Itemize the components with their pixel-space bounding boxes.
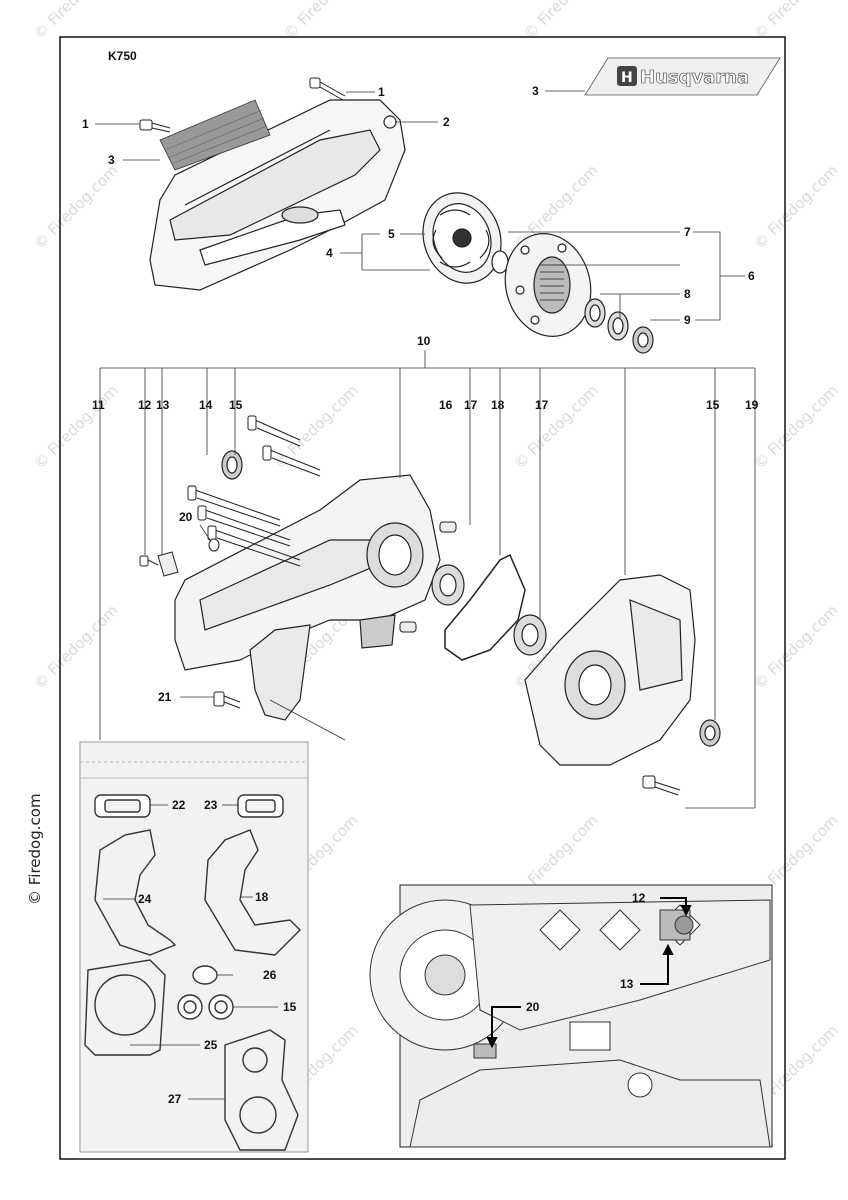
callout-25: 25 — [204, 1038, 218, 1052]
washer-part-9 — [632, 326, 654, 354]
callout-24: 24 — [138, 892, 152, 906]
screw-part-1 — [139, 77, 346, 133]
watermark: © Firedog.com — [30, 601, 122, 693]
page-frame — [59, 36, 786, 1160]
callout-12: 12 — [632, 891, 646, 905]
watermark: © Firedog.com — [510, 381, 602, 473]
clutch-assembly — [422, 192, 502, 284]
callout-7: 7 — [684, 225, 691, 239]
decal-stripe — [159, 99, 271, 171]
callout-16: 16 — [439, 398, 453, 412]
callout-13: 13 — [620, 977, 634, 991]
callout-15: 15 — [706, 398, 720, 412]
gasket-callout-lines — [103, 804, 278, 1100]
callout-12: 12 — [138, 398, 152, 412]
crankcase-left-half — [174, 474, 441, 721]
callout-19: 19 — [745, 398, 759, 412]
callout-27: 27 — [168, 1092, 182, 1106]
callout-21: 21 — [158, 690, 172, 704]
callout-10: 10 — [417, 334, 431, 348]
watermark: © Firedog.com — [750, 161, 842, 253]
screw-part-21 — [213, 691, 241, 709]
callout-11: 11 — [92, 398, 105, 412]
callout-18: 18 — [491, 398, 505, 412]
callout-8: 8 — [684, 287, 691, 301]
brand-logo-text: Husqvarna — [640, 67, 749, 88]
callout-labels: 1 1 2 3 3 4 5 6 7 8 9 10 11 12 13 14 15 … — [82, 84, 759, 1106]
callout-20: 20 — [179, 510, 193, 524]
gasket-parts — [84, 794, 301, 1151]
seal-part-14 — [221, 450, 243, 480]
callout-3: 3 — [108, 153, 115, 167]
gasket-part-18 — [444, 553, 526, 661]
callout-lines — [95, 90, 756, 809]
callout-14: 14 — [199, 398, 213, 412]
callout-1: 1 — [378, 85, 385, 99]
callout-15: 15 — [283, 1000, 297, 1014]
watermark: © Firedog.com — [750, 381, 842, 473]
callout-22: 22 — [172, 798, 186, 812]
crankcase-right-half — [524, 574, 696, 766]
callout-13: 13 — [156, 398, 170, 412]
callout-15: 15 — [229, 398, 243, 412]
clutch-cover — [149, 99, 406, 291]
callout-3: 3 — [532, 84, 539, 98]
bolts-long — [187, 415, 321, 567]
svg-text:H: H — [621, 70, 633, 86]
watermark: © Firedog.com — [750, 601, 842, 693]
needle-bearing-part-8 — [584, 298, 629, 341]
plug-part-20 — [208, 538, 220, 552]
callout-26: 26 — [263, 968, 277, 982]
screw-part-19 — [642, 775, 681, 796]
side-watermark: © Firedog.com — [26, 793, 44, 905]
watermark: © Firedog.com — [270, 381, 362, 473]
callout-9: 9 — [684, 313, 691, 327]
callout-17: 17 — [464, 398, 478, 412]
watermark: © Firedog.com — [30, 381, 122, 473]
callout-18: 18 — [255, 890, 269, 904]
callout-4: 4 — [326, 246, 333, 260]
callout-2: 2 — [443, 115, 450, 129]
dowel-pin-part-16 — [399, 521, 457, 633]
bearing-part-17 — [431, 564, 465, 606]
callout-17: 17 — [535, 398, 549, 412]
watermark: © Firedog.com — [30, 161, 122, 253]
screw-part-12 — [139, 555, 159, 567]
callout-1: 1 — [82, 117, 89, 131]
bearing-part-17 — [513, 614, 547, 656]
detail-inset — [369, 884, 773, 1148]
bracket-part-13 — [157, 551, 179, 577]
callout-5: 5 — [388, 227, 395, 241]
callout-23: 23 — [204, 798, 218, 812]
seal-part-15 — [699, 719, 721, 747]
model-label: K750 — [108, 49, 137, 63]
callout-6: 6 — [748, 269, 755, 283]
clutch-drum — [504, 233, 592, 337]
brand-logo: H Husqvarna — [584, 57, 781, 96]
callout-20: 20 — [526, 1000, 540, 1014]
